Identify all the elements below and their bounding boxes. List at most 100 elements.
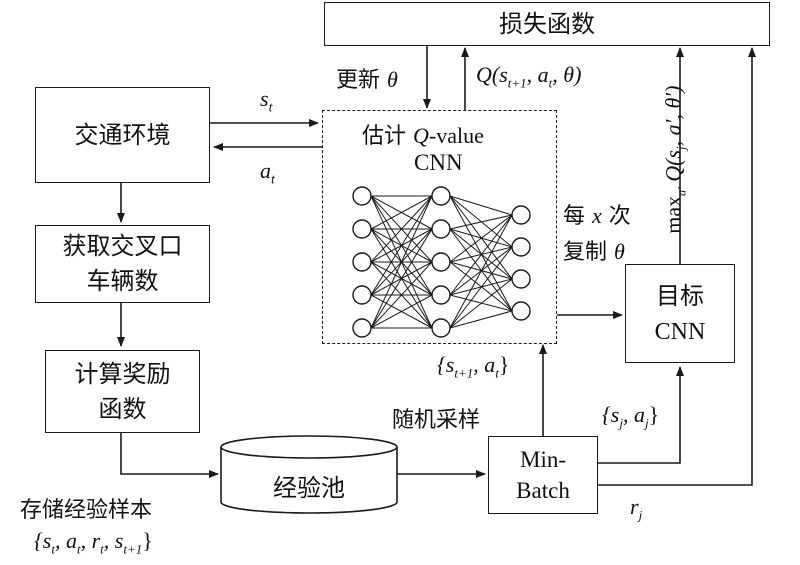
next-state-action-label: {st+1, at} [437,352,509,381]
nn-node [352,318,372,338]
nn-edge [449,246,513,329]
nn-edge [370,195,433,230]
vehicle-count-box: 获取交叉口 车辆数 [35,225,210,303]
random-sampling-text: 随机采样 [392,408,481,433]
nn-node [352,285,372,305]
loss-function-box: 损失函数 [324,2,770,46]
estimate-cnn-title-q: Q [413,123,429,148]
max-q-operator-sub: a′ [674,187,689,196]
estimate-cnn-subtitle: CNN [414,150,463,176]
sample-tuple-s2: , s [103,528,124,553]
estimate-cnn-title: 估计 Q-value [362,118,484,150]
nn-edge [449,214,513,329]
state-subscript: t [268,100,273,116]
next-state-action-mid: , a [473,352,496,377]
nn-node [431,285,451,305]
sj-aj-open: {s [602,402,620,427]
nn-node [352,219,372,239]
nn-node [431,318,451,338]
update-theta-symbol: θ [387,67,398,92]
q-estimate-head: Q(s [476,62,508,87]
sample-tuple-a: , a [54,528,77,553]
sample-tuple-close: } [142,528,153,553]
arrow-reward-to-pool [120,433,219,478]
reward-j-symbol: r [630,494,639,519]
estimate-cnn-title-prefix: 估计 [362,124,413,149]
copy-theta-x: x [592,203,602,228]
nn-edge [370,195,433,263]
update-theta-text: 更新 [336,68,387,93]
sample-tuple-r: , r [80,528,101,553]
next-state-action-close: } [498,352,510,377]
sample-tuple-label: {st, at, rt, st+1} [34,528,153,557]
reward-function-box: 计算奖励 函数 [45,350,200,433]
target-cnn-box: 目标 CNN [625,264,735,363]
sj-aj-close: } [648,402,660,427]
q-estimate-label: Q(st+1, at, θ) [476,62,581,91]
loss-function-label: 损失函数 [499,9,595,38]
sj-aj-label: {sj, aj} [602,402,659,431]
copy-theta-prefix: 每 [563,204,592,229]
action-symbol: a [260,158,271,183]
nn-node [431,186,451,206]
estimate-cnn-title-suffix: -value [428,123,484,148]
reward-function-label-2: 函数 [98,394,147,423]
estimate-cnn-subtitle-text: CNN [414,150,463,175]
vehicle-count-label-2: 车辆数 [86,267,159,295]
traffic-environment-box: 交通环境 [35,87,210,183]
store-samples-label: 存储经验样本 [20,492,152,524]
action-label: at [260,158,275,188]
state-symbol: s [260,86,269,111]
minibatch-box: Min- Batch [488,436,598,514]
action-subscript: t [271,172,275,188]
sample-tuple-s2-sub: t+1 [123,541,143,557]
nn-edge [449,195,513,216]
nn-edge [449,214,513,263]
replay-pool-cylinder [220,435,398,514]
next-state-action-sub: t+1 [454,365,474,381]
copy-theta-label-1: 每 x 次 [563,198,631,230]
nn-edge [370,294,433,329]
q-estimate-tail: , θ) [552,62,582,87]
state-label: st [260,86,272,116]
vehicle-count-label-1: 获取交叉口 [62,232,183,261]
copy-theta-suffix: 次 [601,204,631,229]
reward-j-subscript: j [638,507,643,523]
nn-node [511,237,531,257]
max-q-body: Q(s [660,149,686,182]
arrow-reward-to-loss [598,47,756,486]
max-q-label: maxa′ Q(sj, a′, θ′) [660,60,689,260]
nn-node [511,205,531,225]
minibatch-label-2: Batch [516,478,570,503]
reward-function-label-1: 计算奖励 [74,359,171,388]
sample-tuple-open: {s [34,528,52,553]
traffic-environment-label: 交通环境 [74,120,171,149]
store-samples-text: 存储经验样本 [20,498,153,523]
q-estimate-sub2: t [548,75,553,91]
nn-node [511,301,531,321]
nn-edge [449,310,513,329]
sj-aj-sub2: j [644,415,649,431]
nn-node [431,252,451,272]
random-sampling-label: 随机采样 [392,402,480,434]
nn-edge [449,278,513,329]
max-q-operator: max [660,195,686,234]
target-cnn-label-2: CNN [654,318,706,345]
nn-edge [370,228,433,329]
sample-tuple-s-sub: t [51,541,55,557]
update-theta-label: 更新 θ [336,62,398,94]
sj-aj-mid: , a [622,402,645,427]
reward-j-label: rj [630,494,642,523]
max-q-body-sub: j [673,146,689,150]
nn-edge [370,261,433,329]
replay-pool-label: 经验池 [273,468,345,503]
nn-node [352,186,372,206]
sj-aj-sub: j [619,415,623,431]
nn-node [431,219,451,239]
q-estimate-sub: t+1 [507,75,527,91]
nn-node [511,269,531,289]
next-state-action-sub2: t [495,365,499,381]
sample-tuple-r-sub: t [100,541,104,557]
neural-network-icon [352,186,531,338]
